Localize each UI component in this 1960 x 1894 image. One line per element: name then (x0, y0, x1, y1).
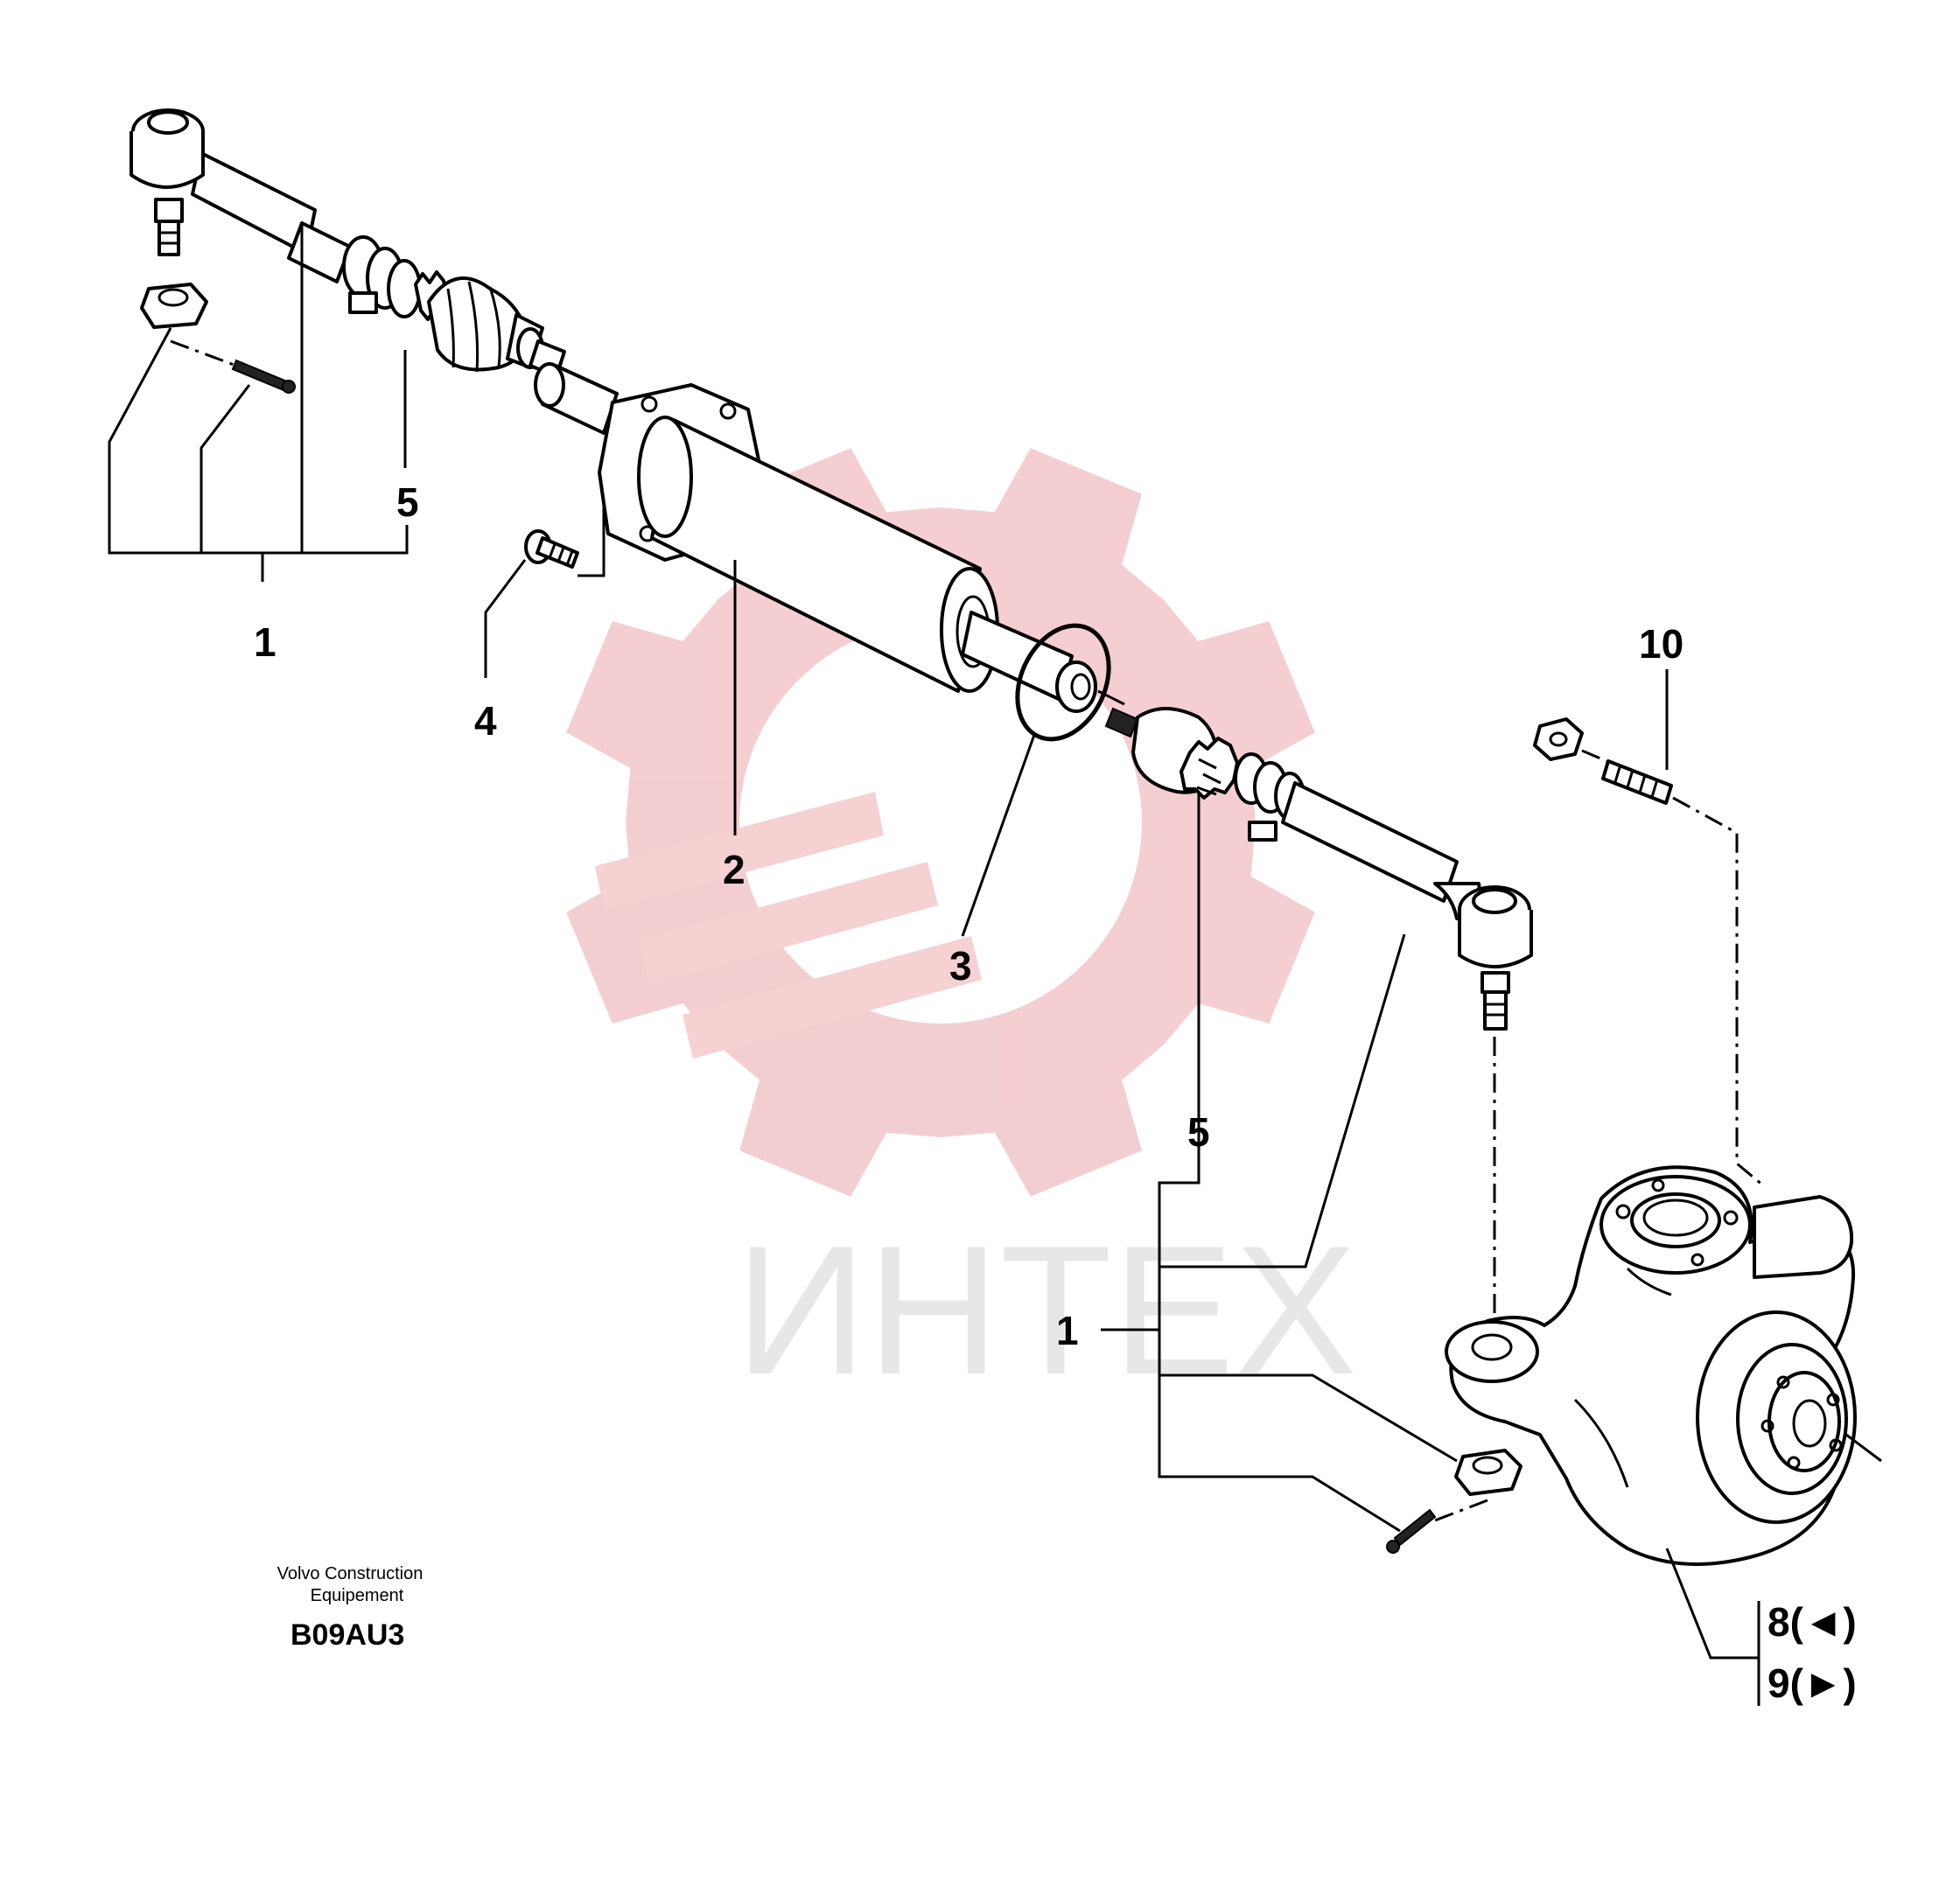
callout-1-right: 1 (1056, 1308, 1079, 1353)
callout-labels: 1 5 4 2 3 10 5 1 8(◄) 9(►) (254, 479, 1857, 1706)
left-split-pin (231, 359, 296, 394)
callout-8: 8(◄) (1768, 1599, 1857, 1645)
caption-line-2: Equipement (311, 1586, 404, 1605)
diagram-code: B09AU3 (290, 1618, 404, 1652)
caption-block: Volvo Construction Equipement B09AU3 (277, 1564, 424, 1652)
callout-4: 4 (474, 698, 497, 744)
callout-5-right: 5 (1187, 1109, 1210, 1155)
callout-1-left: 1 (254, 619, 276, 665)
right-tie-rod-end (1433, 882, 1533, 1031)
left-tie-rod-end (130, 108, 317, 394)
callout-2: 2 (723, 847, 746, 892)
watermark-speed-stripes (595, 792, 982, 1059)
watermark-text: ИНТЕХ (735, 1207, 1357, 1413)
right-tube-and-bellows (1104, 707, 1459, 903)
part-10-screw-and-nut (1533, 717, 1764, 1187)
callout-3: 3 (949, 943, 972, 989)
flange-bolt (524, 529, 579, 569)
callout-9: 9(►) (1768, 1660, 1857, 1706)
steering-knuckle (1445, 1165, 1882, 1566)
caption-line-1: Volvo Construction (277, 1564, 424, 1583)
watermark-gear-icon: ИНТЕХ (566, 448, 1357, 1413)
right-nut-and-split-pin (1386, 1449, 1522, 1554)
callout-10: 10 (1639, 621, 1684, 667)
steering-cylinder (534, 362, 1125, 742)
leader-lines (108, 223, 1760, 1706)
left-tube-and-bellows (287, 221, 566, 378)
callout-5-left: 5 (396, 479, 419, 525)
